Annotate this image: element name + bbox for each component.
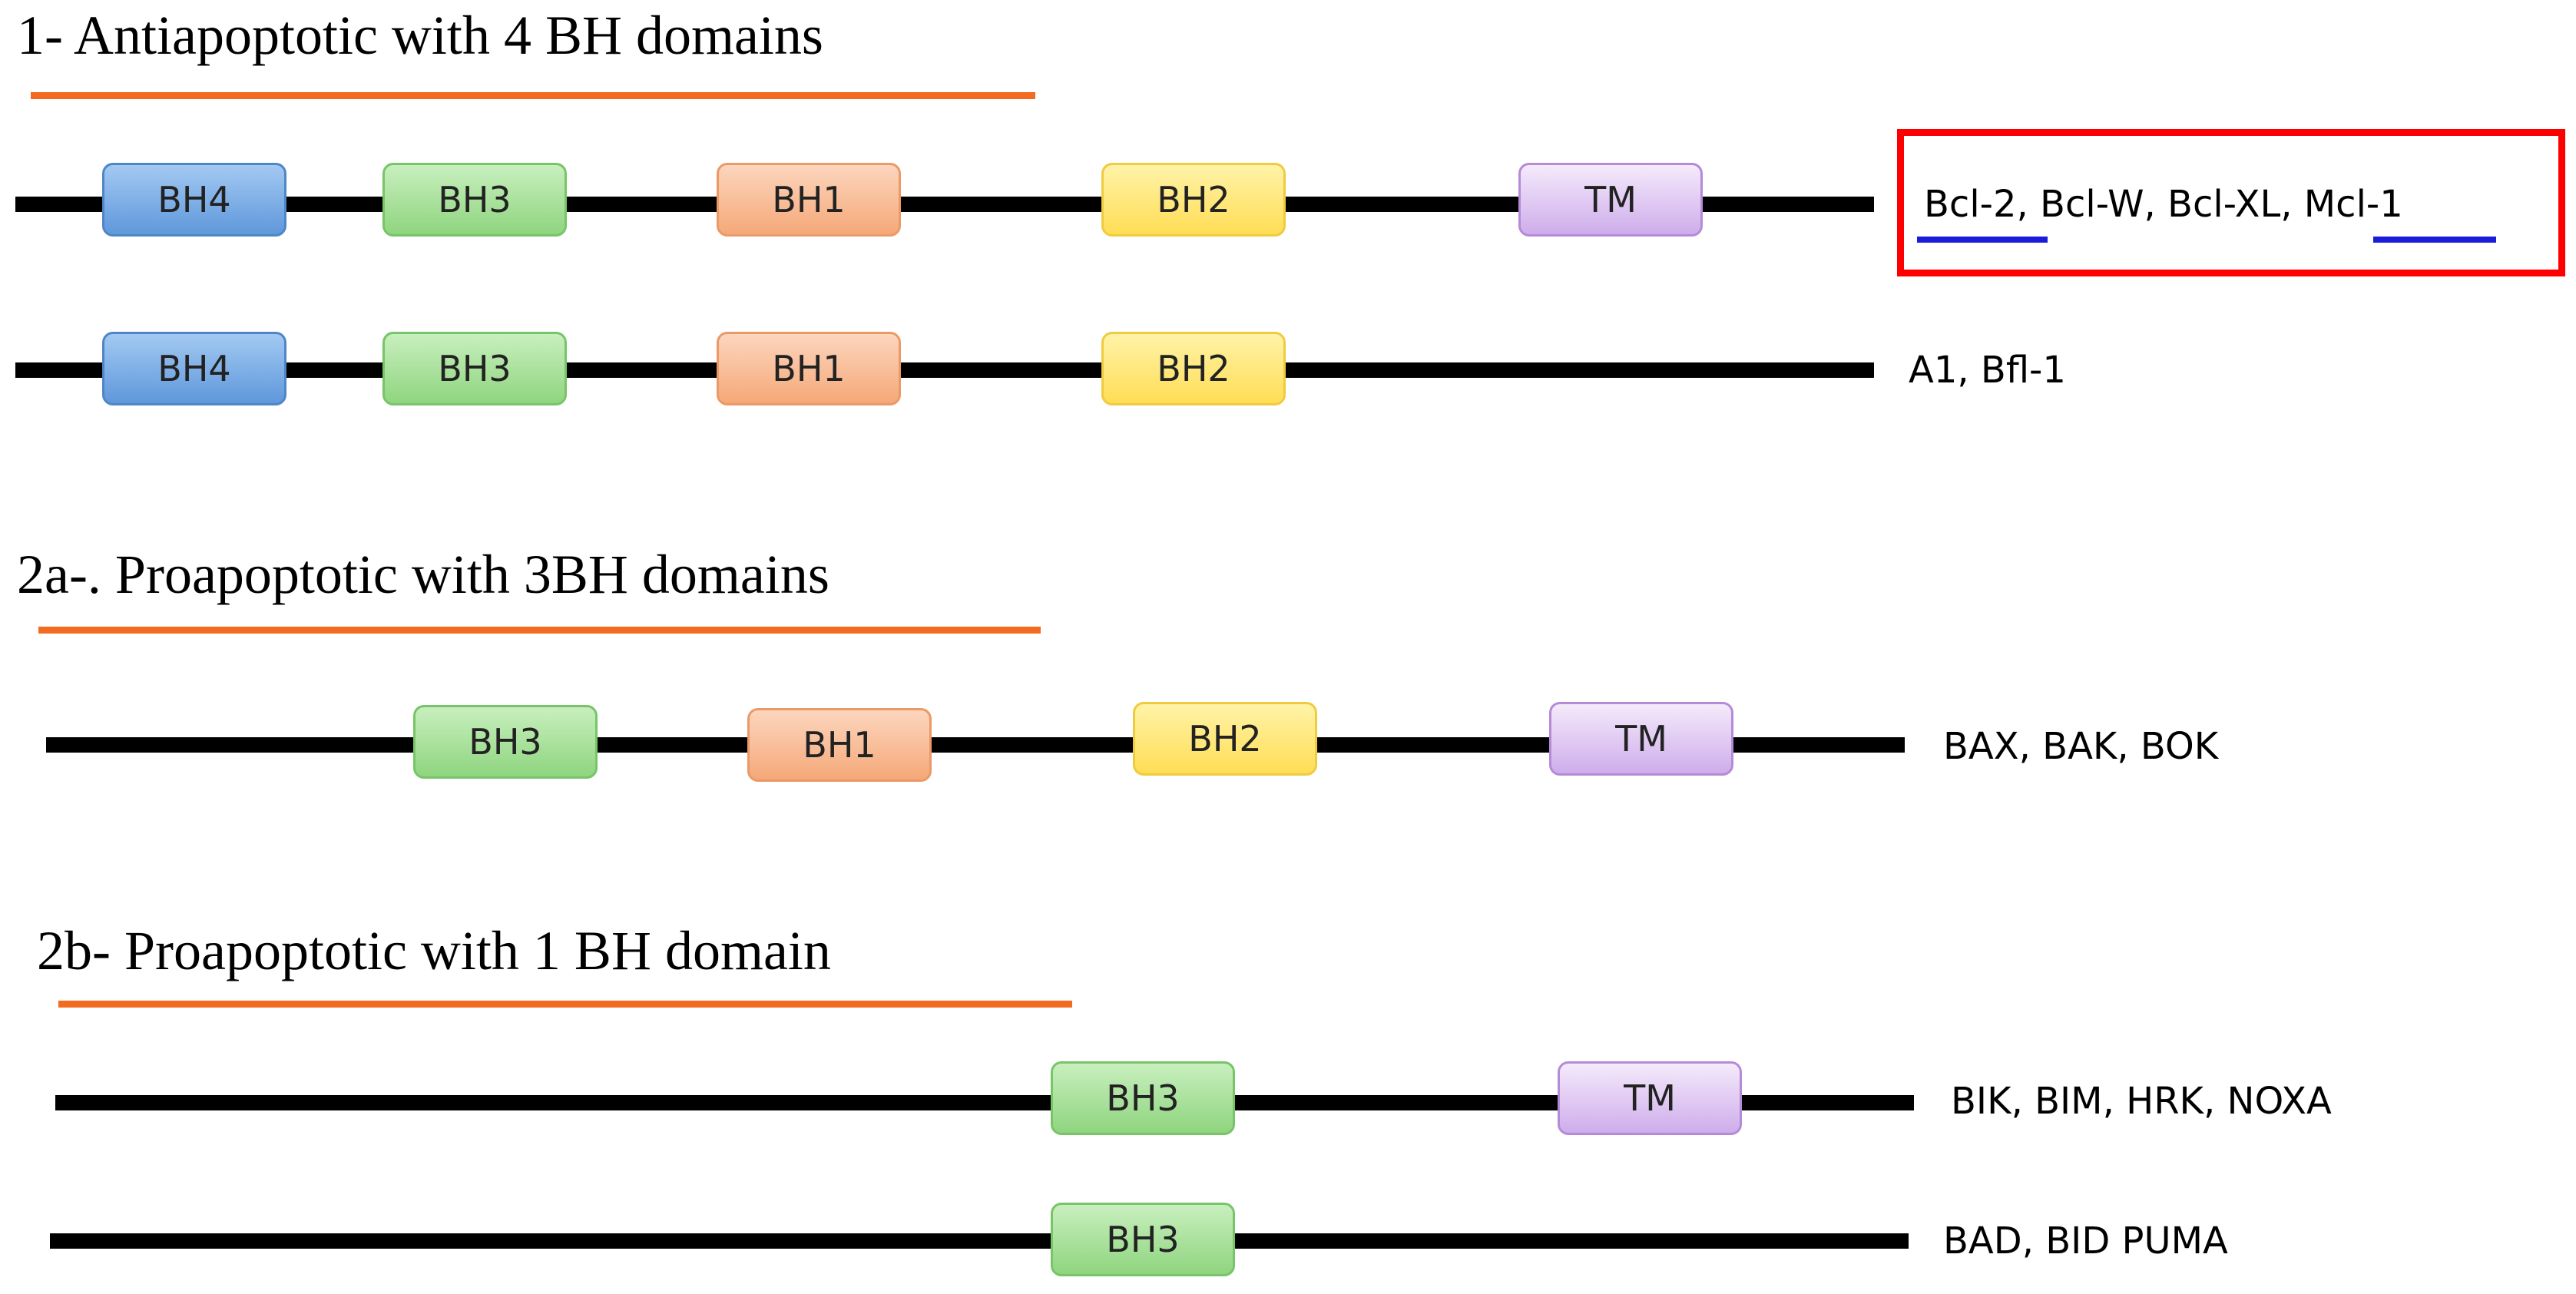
section-2b-title: 2b- Proapoptotic with 1 BH domain <box>37 920 831 981</box>
bh3-domain: BH3 <box>382 163 567 237</box>
mcl1-underline <box>2373 237 2496 243</box>
section-1-title-underline <box>31 92 1035 99</box>
bh2-domain: BH2 <box>1101 163 1286 237</box>
protein-names-label: BAD, BID PUMA <box>1943 1220 2228 1263</box>
bh3-domain: BH3 <box>1051 1203 1235 1276</box>
protein-names-label: A1, Bfl-1 <box>1909 349 2066 392</box>
highlight-box <box>1897 129 2565 276</box>
bh3-domain: BH3 <box>413 705 598 779</box>
section-2a-title: 2a-. Proapoptotic with 3BH domains <box>17 544 829 605</box>
protein-backbone-line <box>50 1233 1909 1249</box>
protein-names-label: BIK, BIM, HRK, NOXA <box>1951 1080 2332 1123</box>
bh2-domain: BH2 <box>1133 702 1317 776</box>
bh1-domain: BH1 <box>717 163 901 237</box>
protein-names-label: BAX, BAK, BOK <box>1943 725 2219 768</box>
tm-domain: TM <box>1549 702 1733 776</box>
bh2-domain: BH2 <box>1101 332 1286 405</box>
bh3-domain: BH3 <box>1051 1061 1235 1135</box>
bh1-domain: BH1 <box>747 708 932 782</box>
bh4-domain: BH4 <box>102 163 286 237</box>
section-1-title: 1- Antiapoptotic with 4 BH domains <box>17 5 823 66</box>
protein-backbone-line <box>15 362 1874 378</box>
section-2b-title-underline <box>58 1001 1072 1008</box>
tm-domain: TM <box>1518 163 1703 237</box>
protein-names-label: Bcl-2, Bcl-W, Bcl-XL, Mcl-1 <box>1924 183 2403 226</box>
bh1-domain: BH1 <box>717 332 901 405</box>
bh3-domain: BH3 <box>382 332 567 405</box>
tm-domain: TM <box>1558 1061 1742 1135</box>
bcl2-underline <box>1917 237 2048 243</box>
bh4-domain: BH4 <box>102 332 286 405</box>
section-2a-title-underline <box>38 627 1041 634</box>
protein-backbone-line <box>55 1095 1914 1110</box>
